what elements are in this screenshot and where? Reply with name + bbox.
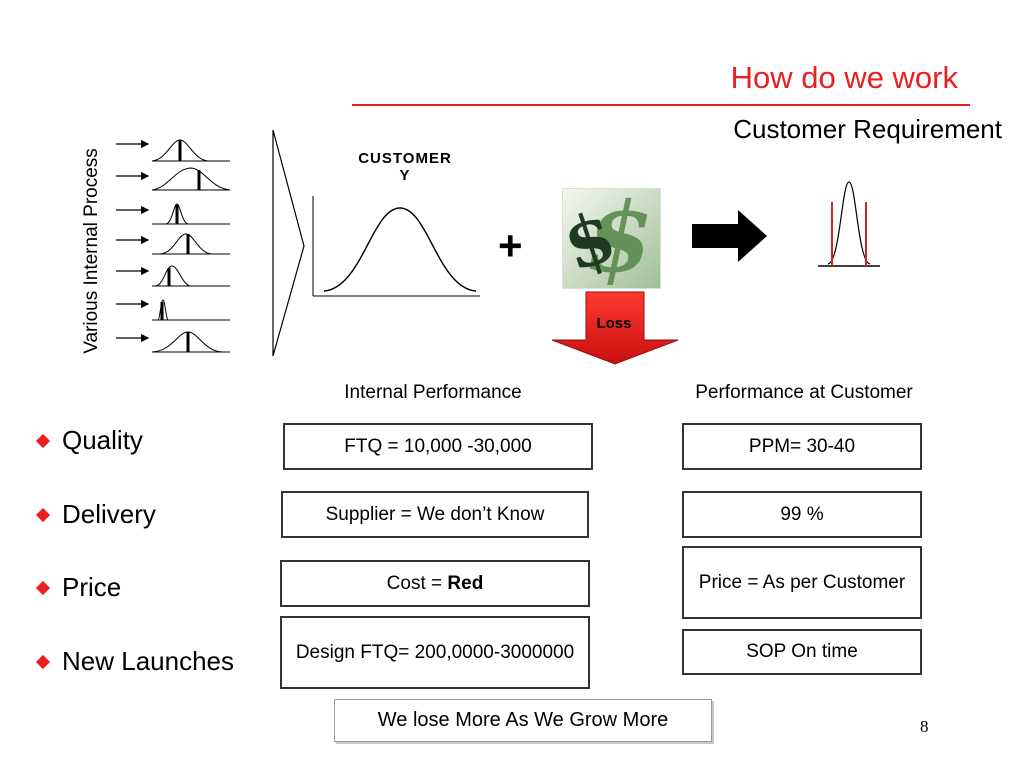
internal-performance-header: Internal Performance <box>344 382 522 403</box>
slide-title: How do we work <box>730 60 958 95</box>
customer-distribution-curve <box>312 196 480 297</box>
process-row-6 <box>116 299 230 321</box>
internal-delivery-box: Supplier = We don’t Know <box>281 491 589 538</box>
bullet-delivery-label: Delivery <box>62 499 156 529</box>
internal-price-prefix: Cost = <box>386 572 448 594</box>
process-row-2 <box>116 167 231 191</box>
customer-delivery-value: 99 % <box>780 503 824 525</box>
title-underline <box>352 104 970 106</box>
diamond-bullet-icon <box>35 654 51 669</box>
bullet-quality: Quality <box>34 425 143 456</box>
customer-price-box: Price = As per Customer <box>682 546 922 619</box>
customer-delivery-box: 99 % <box>682 491 922 538</box>
customer-price-value: Price = As per Customer <box>698 571 906 593</box>
process-distributions-diagram <box>116 129 305 357</box>
bullet-price-label: Price <box>62 572 122 602</box>
customer-performance-header: Performance at Customer <box>695 382 913 403</box>
customer-launch-value: SOP On time <box>746 641 858 662</box>
process-row-1 <box>116 139 230 162</box>
diamond-bullet-icon <box>35 433 51 448</box>
diamond-bullet-icon <box>35 580 51 595</box>
customer-label: CUSTOMER Y <box>330 150 480 184</box>
vertical-process-label: Various Internal Process <box>81 148 102 354</box>
customer-label-line-2: Y <box>399 167 411 184</box>
internal-price-box: Cost = Red <box>280 560 590 607</box>
bullet-new-launches-label: New Launches <box>62 646 234 676</box>
internal-delivery-value: Supplier = We don’t Know <box>325 503 545 525</box>
bullet-delivery: Delivery <box>34 499 156 530</box>
loss-label: Loss <box>596 315 632 332</box>
process-row-3 <box>116 203 230 225</box>
diamond-bullet-icon <box>35 507 51 522</box>
plus-sign: + <box>498 222 523 269</box>
customer-launch-box: SOP On time <box>682 629 922 675</box>
loss-down-arrow-icon <box>551 291 679 365</box>
footer-message: We lose More As We Grow More <box>377 709 669 731</box>
footer-message-box: We lose More As We Grow More <box>334 699 712 742</box>
internal-launch-box: Design FTQ= 200,0000-3000000 <box>280 616 590 689</box>
process-row-7 <box>116 331 230 353</box>
internal-price-value: Cost = Red <box>387 571 484 597</box>
bullet-price: Price <box>34 572 121 603</box>
bullet-quality-label: Quality <box>62 425 143 455</box>
internal-launch-value: Design FTQ= 200,0000-3000000 <box>295 641 575 663</box>
customer-quality-value: PPM= 30-40 <box>748 435 856 457</box>
internal-quality-box: FTQ = 10,000 -30,000 <box>283 423 593 470</box>
process-row-4 <box>116 233 230 255</box>
page-number: 8 <box>920 717 929 736</box>
customer-label-line-1: CUSTOMER <box>358 150 452 167</box>
customer-quality-box: PPM= 30-40 <box>682 423 922 470</box>
narrow-distribution-with-limits <box>818 181 880 267</box>
internal-quality-value: FTQ = 10,000 -30,000 <box>344 435 532 457</box>
slide-subtitle: Customer Requirement <box>733 114 1002 144</box>
right-arrow-icon <box>692 210 767 262</box>
bullet-new-launches: New Launches <box>34 646 234 677</box>
money-dollar-image: $ $ <box>562 188 661 289</box>
internal-price-emphasis: Red <box>447 572 484 594</box>
combine-bracket <box>272 129 305 357</box>
process-row-5 <box>116 265 230 287</box>
